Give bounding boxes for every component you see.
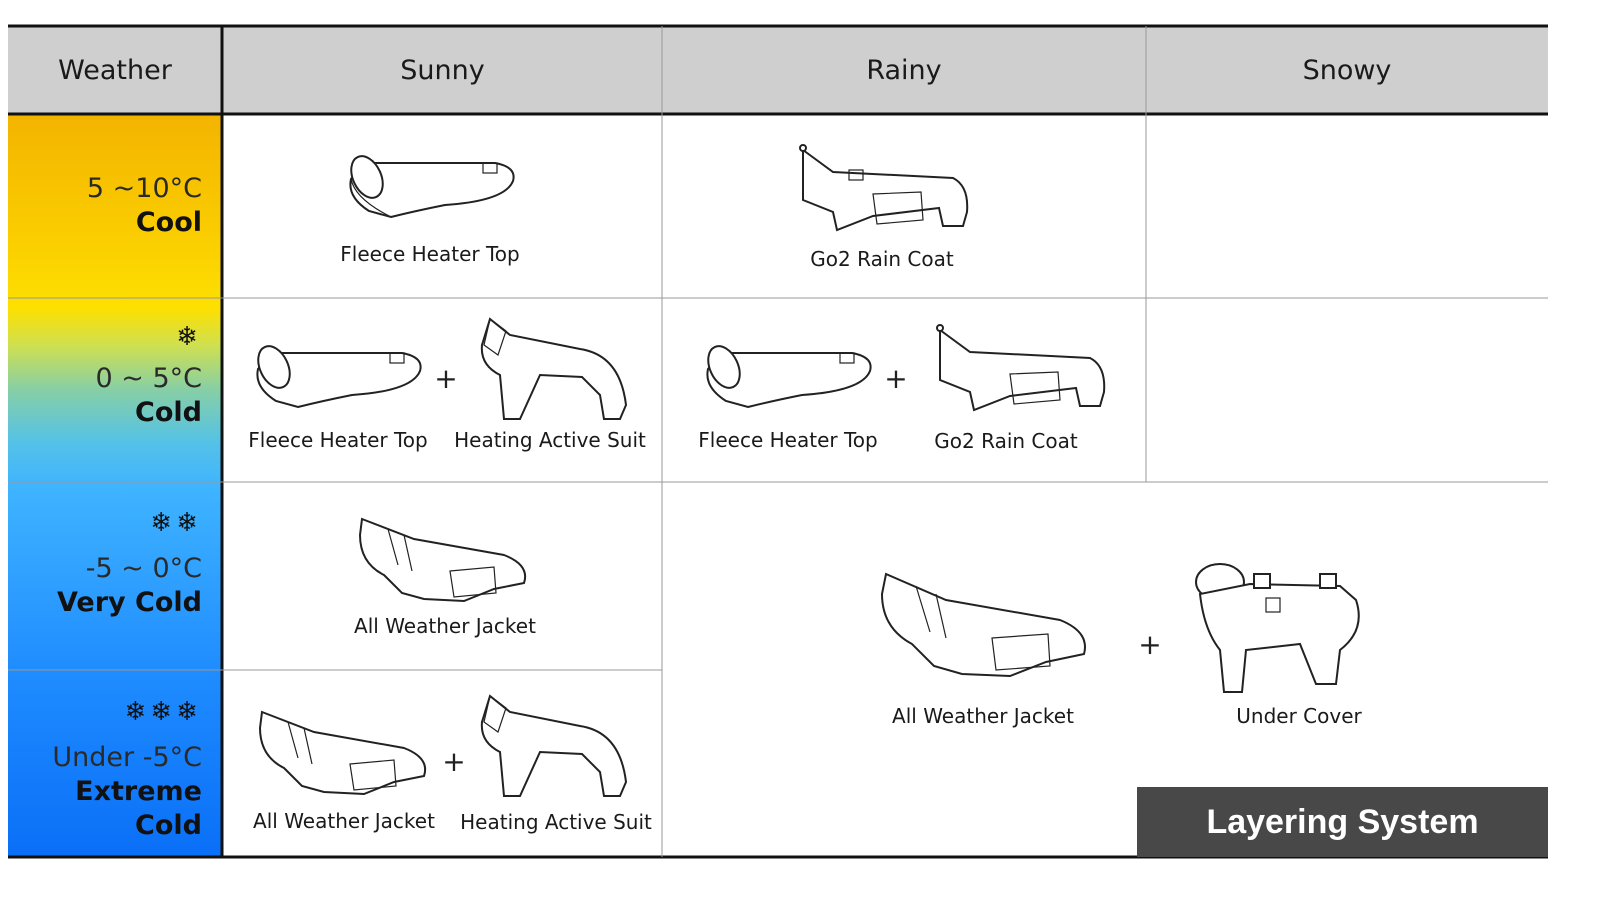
plus-icon: + [434,362,458,395]
temp-range-very-cold: -5 ~ 0°C [85,553,202,584]
item-label: Heating Active Suit [454,428,646,452]
plus-icon: + [884,362,908,395]
row-cold: ❄ 0 ~ 5°C Cold [10,320,203,430]
snowflake-icon: ❄ [176,322,202,352]
snowflake-icon: ❄❄❄ [124,697,202,727]
header-weather: Weather [58,54,172,86]
item-label: All Weather Jacket [892,704,1074,728]
fleece-heater-top-icon [252,335,424,415]
plus-icon: + [1138,628,1162,661]
item-label: Go2 Rain Coat [810,247,954,271]
temperature-column [8,115,222,858]
all-weather-jacket-icon [354,515,530,603]
row-extreme-cold: ❄❄❄ Under -5°C Extreme Cold [10,695,202,843]
temp-range-cool: 5 ~10°C [86,173,202,204]
snowflake-icon: ❄❄ [150,508,202,538]
table-header [8,26,1548,114]
all-weather-jacket-icon [254,708,430,796]
fleece-heater-top-icon [345,145,517,225]
item-label: Fleece Heater Top [340,242,520,266]
item-label: All Weather Jacket [253,809,435,833]
item-label: Fleece Heater Top [698,428,878,452]
item-label: Under Cover [1236,704,1362,728]
temp-label-extreme-cold: Extreme Cold [75,776,202,841]
item-label: Go2 Rain Coat [934,429,1078,453]
row-cool: 5 ~10°C Cool [10,172,202,240]
under-cover-icon [1190,560,1366,696]
layering-system-badge: Layering System [1137,787,1548,857]
temp-label-cold: Cold [135,397,202,428]
temp-label-cool: Cool [135,207,202,238]
header-sunny: Sunny [400,54,485,86]
heating-active-suit-icon [470,692,630,802]
rain-coat-icon [793,142,971,232]
item-label: Heating Active Suit [460,810,652,834]
plus-icon: + [442,745,466,778]
all-weather-jacket-icon [876,570,1090,680]
heating-active-suit-icon [470,315,630,425]
temp-label-very-cold: Very Cold [57,587,202,618]
item-label: All Weather Jacket [354,614,536,638]
header-snowy: Snowy [1302,54,1392,86]
temp-range-extreme-cold: Under -5°C [52,742,202,773]
item-label: Fleece Heater Top [248,428,428,452]
temp-range-cold: 0 ~ 5°C [95,363,203,394]
fleece-heater-top-icon [702,335,874,415]
rain-coat-icon [930,322,1108,412]
header-rainy: Rainy [866,54,942,86]
row-very-cold: ❄❄ -5 ~ 0°C Very Cold [10,506,202,620]
